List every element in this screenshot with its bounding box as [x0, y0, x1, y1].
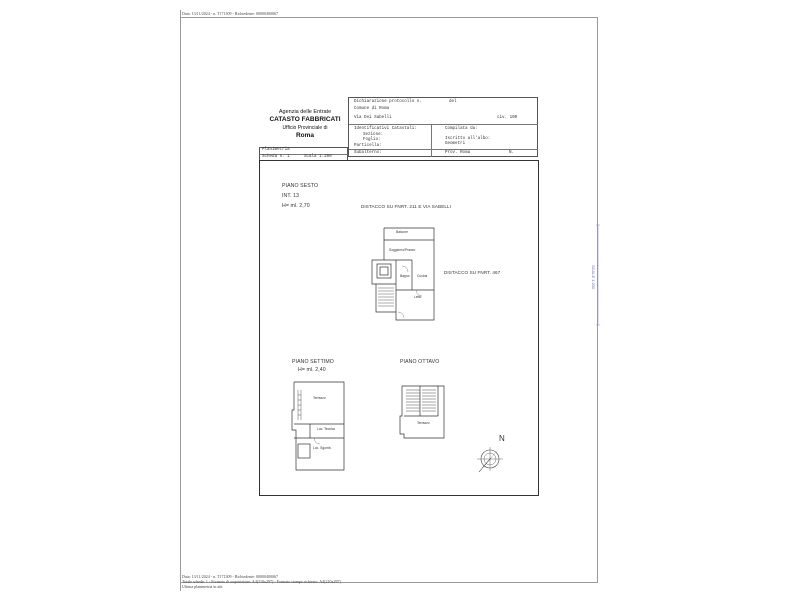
dichiarazione-label: Dichiarazione protocollo n.	[354, 100, 422, 104]
compass-icon	[477, 446, 503, 473]
scala-label: Scala 1:200	[304, 155, 332, 159]
agency-block: Agenzia delle Entrate CATASTO FABBRICATI…	[262, 108, 348, 140]
room-label: Bagno	[400, 274, 410, 278]
drawing-frame	[259, 160, 539, 496]
compilata-label: Compilata da:	[445, 127, 478, 131]
distacco-right: DISTACCO SU FNRT. 467	[444, 270, 501, 275]
civ-label: civ. 100	[497, 116, 518, 120]
top-crop-mark	[180, 10, 181, 17]
piano-ottavo-title: PIANO OTTAVO	[400, 359, 440, 365]
prov-label: Prov. Roma	[445, 151, 471, 155]
bottom-meta-line3: Ultima planimetria in atti	[182, 584, 223, 589]
room-label: Balcone	[396, 230, 408, 234]
header-divider	[349, 149, 538, 150]
agency-catasto: CATASTO FABBRICATI	[269, 116, 341, 123]
bottom-meta-line1: Data: 13/11/2024 - n. T171309 - Richiede…	[182, 574, 278, 579]
header-divider	[349, 124, 538, 125]
room-label: Loc. Tecnico	[317, 427, 336, 431]
room-label: Terrazzo	[313, 396, 326, 400]
room-label: Loc. Sgomb.	[313, 446, 332, 450]
comune-label: Comune di Roma	[354, 107, 390, 111]
iscritto-label: Iscritto all'albo:	[445, 137, 491, 141]
north-label: N	[499, 434, 505, 443]
piano-sesto-plan	[371, 227, 435, 321]
page-frame	[180, 17, 598, 583]
planimetria-title: Planimetria	[262, 148, 290, 152]
side-mark-lines	[596, 224, 600, 326]
agency-city: Roma	[295, 132, 315, 139]
piano-settimo-plan	[291, 381, 345, 471]
n-label: N.	[509, 151, 515, 155]
header-vdivider	[431, 124, 432, 157]
geometri-label: Geometri	[445, 142, 466, 146]
plan-box-divider	[260, 154, 348, 155]
del-label: del	[449, 100, 457, 104]
sezione-label: Sezione:	[363, 133, 384, 137]
via-label: Via Dei Sabelli	[354, 116, 392, 120]
scheda-label: Scheda n. 1	[262, 155, 290, 159]
subalterno-label: Subalterno:	[354, 151, 382, 155]
side-mark-label: SCALE 1:200	[591, 265, 596, 290]
agency-name: Agenzia delle Entrate	[278, 109, 332, 115]
agency-office: Ufficio Provinciale di	[282, 125, 328, 131]
piano-ottavo-plan	[399, 385, 445, 439]
piano-settimo-height: H= ml. 2,40	[298, 367, 326, 373]
side-mark	[596, 224, 605, 326]
piano-settimo-title: PIANO SETTIMO	[292, 359, 334, 365]
top-meta: Data: 13/11/2024 - n. T171309 - Richiede…	[182, 11, 278, 16]
identificativi-label: Identificativi Catastali:	[354, 127, 417, 131]
header-box: Dichiarazione protocollo n. del Comune d…	[348, 97, 538, 157]
room-label: Terrazzo	[417, 421, 430, 425]
room-label: Letto	[414, 295, 422, 299]
room-label: Cucina	[417, 274, 428, 278]
planimetria-box: Planimetria Scheda n. 1 Scala 1:200	[259, 147, 348, 161]
bottom-meta-line2: Totale schede: 1 - Formato di acquisizio…	[182, 579, 341, 584]
particella-label: Particella:	[354, 144, 382, 148]
distacco-top: DISTACCO SU FNRT. 211 E VIA SABELLI	[361, 204, 452, 209]
piano-sesto-int: INT. 13	[282, 193, 300, 199]
piano-sesto-height: H= ml. 2,70	[282, 203, 310, 209]
foglio-label: Foglio:	[363, 138, 381, 142]
piano-sesto-title: PIANO SESTO	[282, 183, 319, 189]
bottom-crop-mark	[180, 583, 181, 591]
room-label: Soggiorno/Pranzo	[389, 248, 416, 252]
